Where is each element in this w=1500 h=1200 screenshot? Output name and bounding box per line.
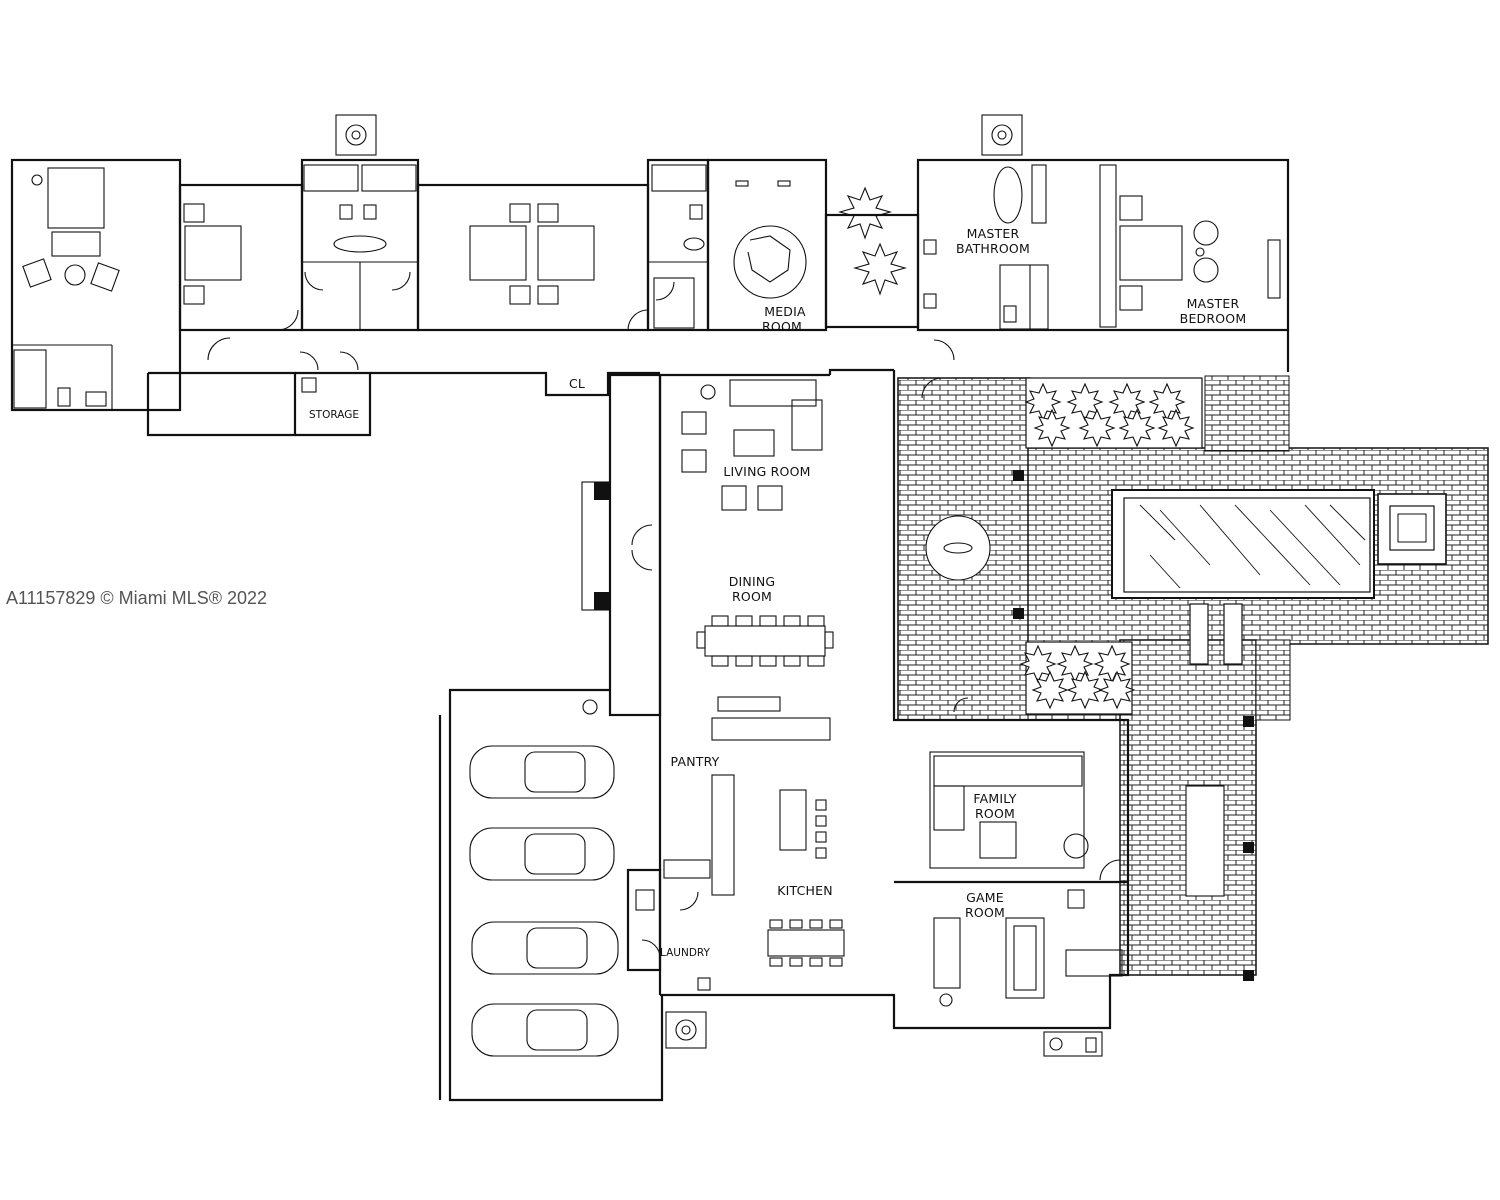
game-room-label: GAME: [966, 890, 1004, 905]
media-room-label: MEDIA: [764, 304, 806, 319]
guest-suite-furniture: [22, 167, 120, 407]
dining-room-label-2: ROOM: [732, 589, 772, 604]
master-bedroom-furniture: [1119, 195, 1281, 311]
column: [1013, 608, 1024, 619]
master-bath-fixtures: [923, 164, 1117, 330]
column: [1243, 970, 1254, 981]
column: [1013, 470, 1024, 481]
column: [594, 482, 610, 500]
bedroom-furniture: [469, 164, 707, 329]
pantry-label: PANTRY: [671, 754, 720, 769]
outdoor-equipment: [1043, 1031, 1103, 1057]
fireplace-wall: [581, 481, 611, 611]
laundry-label: LAUNDRY: [660, 947, 711, 959]
interior-partitions: [12, 261, 1100, 410]
swimming-pool: [1111, 489, 1447, 599]
terrace-dining-set: [925, 515, 1225, 897]
master-bedroom-label-2: BEDROOM: [1180, 311, 1247, 326]
family-room-label: FAMILY: [973, 791, 1016, 806]
mls-watermark: A11157829 © Miami MLS® 2022: [6, 588, 267, 608]
media-room-label-2: ROOM: [762, 319, 802, 334]
ac-unit: [335, 114, 377, 156]
column: [1243, 842, 1254, 853]
ac-unit: [981, 114, 1023, 156]
family-room-furniture: [929, 751, 1089, 869]
garage-cars: [469, 699, 619, 1057]
master-bathroom-label-2: BATHROOM: [956, 241, 1030, 256]
ac-unit: [665, 1011, 707, 1049]
door-swings: [207, 271, 1121, 959]
master-bathroom-label: MASTER: [967, 226, 1020, 241]
master-bedroom-label: MASTER: [1187, 296, 1240, 311]
closet-label: CL: [569, 376, 585, 391]
media-room-seating: [733, 180, 807, 299]
kitchen-layout: [635, 696, 845, 991]
terrace-plants: [1019, 382, 1195, 710]
dining-room-label: DINING: [729, 574, 776, 589]
bedroom-furniture: [183, 203, 242, 305]
family-room-label-2: ROOM: [975, 806, 1015, 821]
courtyard-plants: [837, 186, 908, 296]
kitchen-label: KITCHEN: [777, 883, 833, 898]
living-room-furniture: [681, 379, 823, 511]
game-room-furniture: [933, 889, 1123, 1007]
column: [594, 592, 610, 610]
game-room-label-2: ROOM: [965, 905, 1005, 920]
pool-loungers: [1189, 603, 1243, 665]
living-room-label: LIVING ROOM: [723, 464, 810, 479]
column: [1243, 716, 1254, 727]
dining-table: [696, 615, 834, 667]
water-heater: [301, 377, 317, 393]
garage-walls: [438, 688, 664, 1102]
storage-label: STORAGE: [309, 409, 359, 421]
shared-bath-fixtures: [303, 164, 417, 253]
